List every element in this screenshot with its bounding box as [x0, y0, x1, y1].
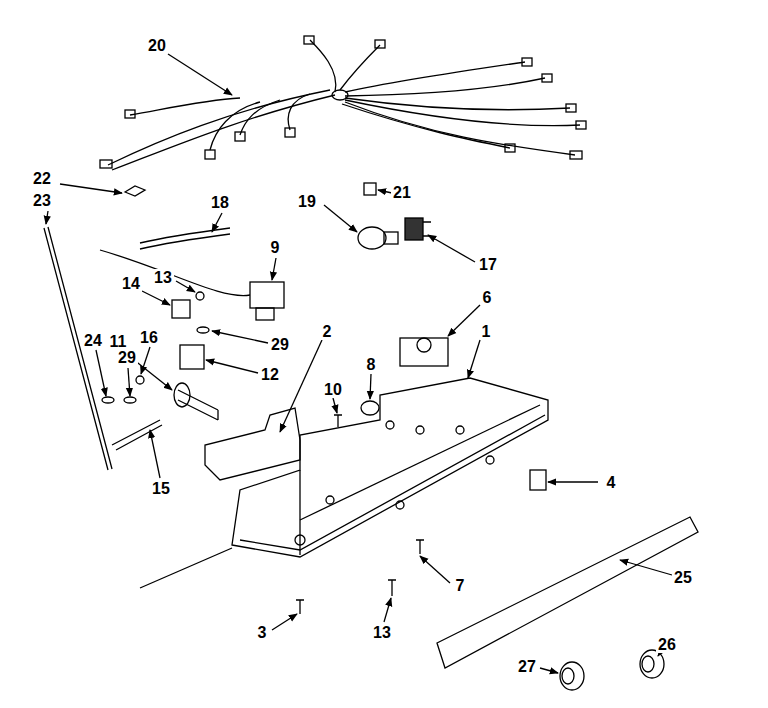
- callout-number: 2: [321, 323, 334, 340]
- callout-number: 6: [481, 289, 494, 306]
- callout-number: 19: [296, 193, 318, 210]
- callout-number: 12: [259, 366, 281, 383]
- leader-lines: [46, 54, 672, 673]
- callout-number: 22: [31, 170, 53, 187]
- callout-number: 29: [269, 336, 291, 353]
- callout-number: 23: [31, 192, 53, 209]
- tube: [140, 228, 230, 249]
- callout-number: 25: [672, 569, 694, 586]
- front-panel: [437, 517, 698, 668]
- callout-number: 15: [150, 480, 172, 497]
- callout-number: 11: [108, 333, 129, 350]
- control-housing: [140, 378, 548, 588]
- callout-number: 16: [138, 329, 160, 346]
- clip: [364, 183, 376, 195]
- callout-number: 24: [82, 332, 104, 349]
- socket: [405, 218, 431, 240]
- thermostat: [400, 338, 448, 366]
- rod: [44, 227, 112, 470]
- callout-number: 10: [322, 381, 344, 398]
- knobs: [560, 650, 664, 690]
- callout-number: 1: [480, 323, 493, 340]
- light-bulb: [358, 227, 398, 249]
- callout-number: 4: [605, 474, 618, 491]
- callout-number: 3: [256, 624, 269, 641]
- callout-number: 18: [209, 194, 231, 211]
- clip: [125, 186, 145, 196]
- callout-number: 13: [371, 624, 393, 641]
- switch: [100, 250, 284, 320]
- callout-number: 14: [120, 275, 142, 292]
- callout-number: 27: [516, 658, 538, 675]
- callout-number: 21: [391, 184, 413, 201]
- callout-number: 7: [454, 577, 467, 594]
- callout-number: 13: [152, 269, 174, 286]
- callout-number: 26: [656, 636, 678, 653]
- bracket-parts: [102, 292, 218, 450]
- grommet: [361, 401, 379, 415]
- callout-number: 9: [269, 239, 282, 256]
- callout-number: 29: [116, 349, 138, 366]
- screws: [296, 415, 424, 614]
- callout-number: 17: [477, 256, 499, 273]
- callout-number: 20: [146, 37, 168, 54]
- callout-number: 8: [365, 356, 378, 373]
- wire-harness: [100, 36, 586, 170]
